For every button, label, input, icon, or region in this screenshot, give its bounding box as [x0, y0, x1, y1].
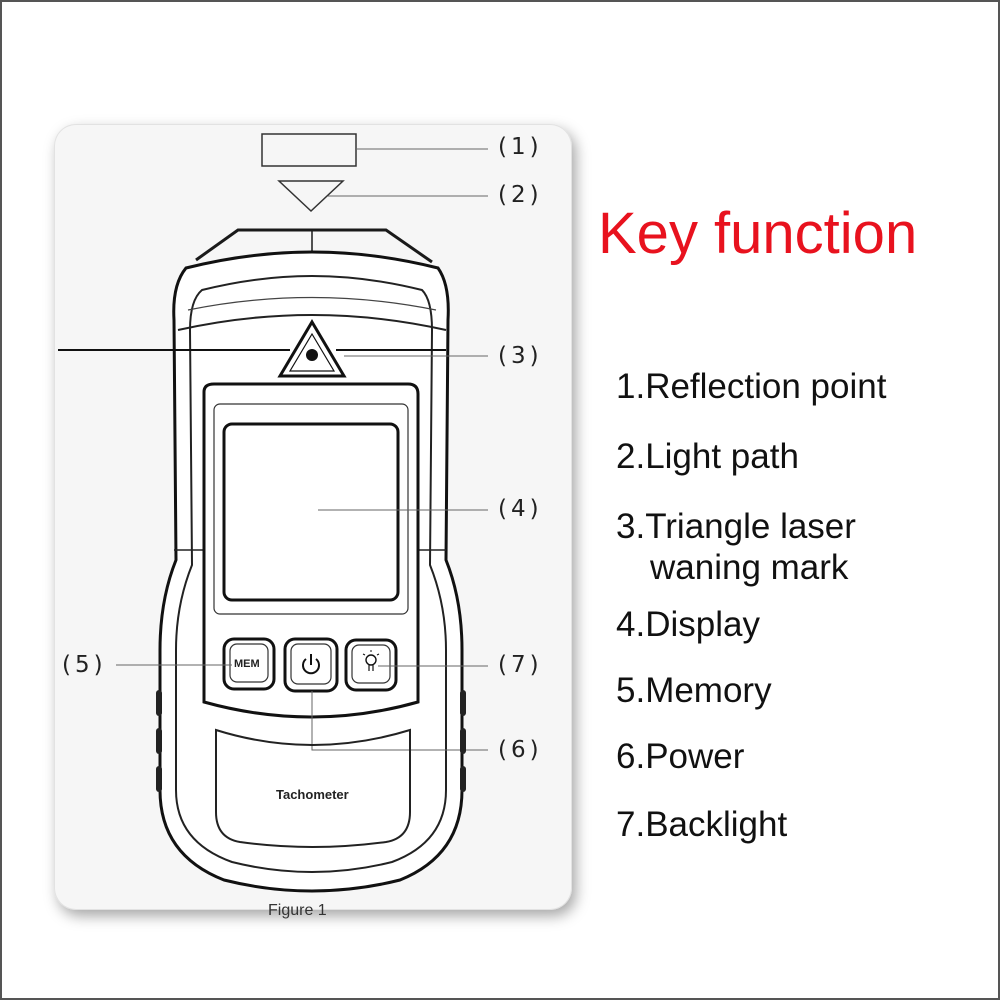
display-screen	[222, 422, 400, 602]
device-title: Tachometer	[276, 787, 349, 802]
list-item: 4.Display	[616, 605, 760, 644]
callout-3: (3)	[498, 343, 543, 369]
device-body-inner	[175, 274, 447, 873]
memory-button	[222, 637, 276, 691]
list-item: 7.Backlight	[616, 805, 788, 844]
light-path-triangle	[277, 180, 345, 213]
figure-caption: Figure 1	[268, 902, 327, 919]
list-item: 6.Power	[616, 737, 745, 776]
leader-line-6	[311, 691, 488, 751]
callout-6: (6)	[498, 737, 543, 763]
side-grips	[156, 690, 466, 792]
backlight-button	[344, 638, 398, 692]
mem-button-label: MEM	[234, 658, 260, 670]
list-item: 5.Memory	[616, 671, 772, 710]
lower-panel	[215, 728, 411, 848]
callout-1: (1)	[498, 134, 543, 160]
power-button	[283, 637, 339, 693]
backlight-bulb-icon	[362, 650, 380, 671]
callout-2: (2)	[498, 182, 543, 208]
list-item: 3.Triangle laser waning mark	[616, 507, 856, 587]
callout-4: (4)	[498, 496, 543, 522]
list-item: 1.Reflection point	[616, 367, 887, 406]
laser-warning-icon	[277, 319, 347, 378]
power-icon	[302, 654, 320, 675]
callout-5: (5)	[62, 652, 107, 678]
page-title: Key function	[598, 201, 918, 266]
callout-7: (7)	[498, 652, 543, 678]
reflection-point	[261, 133, 357, 167]
list-item: 2.Light path	[616, 437, 799, 476]
